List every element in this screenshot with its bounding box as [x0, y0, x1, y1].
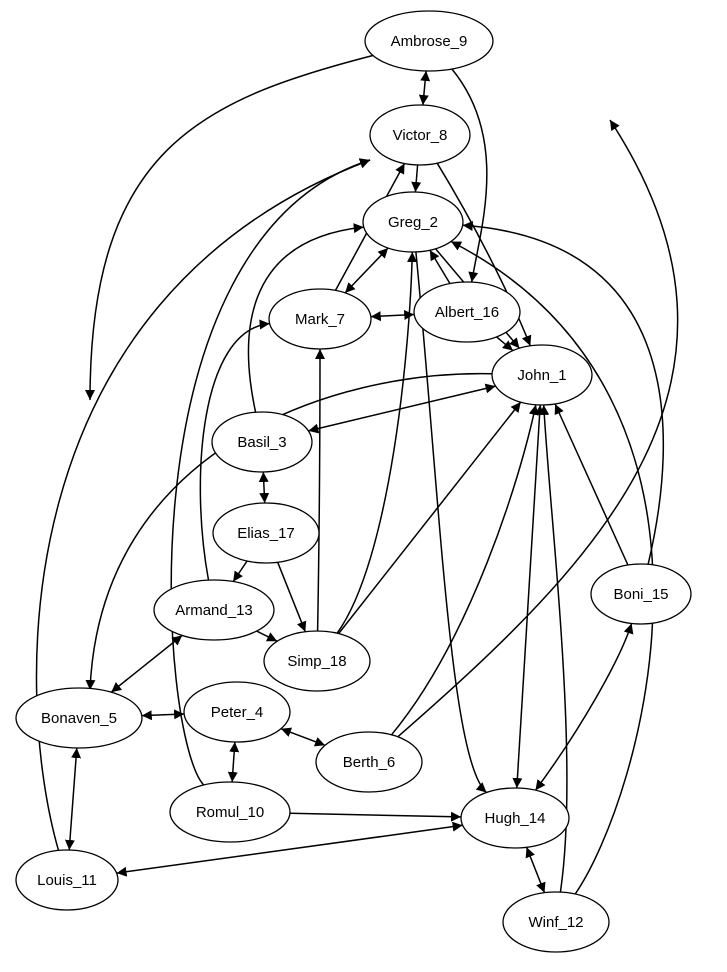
edge-berth-ambrose — [397, 119, 679, 738]
edge-hugh-louis — [116, 821, 463, 877]
node-john[interactable]: John_1 — [491, 344, 593, 406]
node-peter[interactable]: Peter_4 — [183, 681, 291, 743]
node-label: Greg_2 — [388, 214, 438, 231]
node-ellipse — [169, 781, 291, 843]
edge-basil-greg — [247, 223, 364, 413]
node-elias[interactable]: Elias_17 — [212, 502, 320, 564]
node-ellipse — [413, 281, 521, 343]
node-winf[interactable]: Winf_12 — [502, 891, 610, 953]
edge-boni-john — [554, 403, 629, 566]
node-ellipse — [183, 681, 291, 743]
edge-greg-mark — [344, 247, 389, 294]
edge-albert-greg — [429, 249, 451, 284]
node-basil[interactable]: Basil_3 — [211, 411, 313, 473]
edge-ambrose-bonaven — [85, 54, 374, 401]
node-ellipse — [362, 191, 464, 253]
node-label: Hugh_14 — [485, 810, 546, 827]
node-victor[interactable]: Victor_8 — [369, 104, 471, 166]
node-label: Berth_6 — [343, 754, 396, 771]
node-romul[interactable]: Romul_10 — [169, 781, 291, 843]
node-louis[interactable]: Louis_11 — [15, 849, 119, 911]
edge-hugh-winf — [525, 847, 546, 893]
node-ellipse — [315, 731, 423, 793]
edge-simp-greg — [336, 251, 418, 634]
node-label: Basil_3 — [237, 434, 286, 451]
edge-john-hugh — [512, 404, 545, 789]
node-ellipse — [369, 104, 471, 166]
edge-simp-mark — [314, 348, 325, 632]
node-label: Mark_7 — [295, 311, 345, 328]
node-ambrose[interactable]: Ambrose_9 — [364, 10, 494, 72]
edge-simp-john — [338, 401, 522, 635]
node-ellipse — [460, 787, 570, 849]
edge-layer — [35, 54, 679, 895]
node-ellipse — [268, 288, 372, 350]
edge-boni-greg — [462, 220, 665, 565]
node-ellipse — [364, 10, 494, 72]
edge-ambrose-victor — [418, 70, 431, 106]
node-label: Romul_10 — [196, 804, 264, 821]
edge-basil-elias — [258, 471, 270, 504]
edge-peter-romul — [227, 741, 240, 783]
edge-elias-armand — [232, 560, 248, 583]
node-greg[interactable]: Greg_2 — [362, 191, 464, 253]
node-label: Boni_15 — [613, 586, 668, 603]
edge-hugh-boni — [534, 623, 634, 791]
node-hugh[interactable]: Hugh_14 — [460, 787, 570, 849]
node-label: Louis_11 — [37, 872, 97, 889]
edge-armand-bonaven — [110, 634, 183, 693]
edge-basil-john — [308, 383, 496, 434]
node-berth[interactable]: Berth_6 — [315, 731, 423, 793]
node-albert[interactable]: Albert_16 — [413, 281, 521, 343]
edge-elias-simp — [277, 562, 307, 632]
node-label: Ambrose_9 — [391, 33, 468, 50]
node-label: Winf_12 — [528, 914, 583, 931]
edge-greg-hugh — [415, 251, 488, 794]
node-ellipse — [15, 849, 119, 911]
edge-victor-john — [436, 162, 532, 347]
node-label: Albert_16 — [435, 304, 499, 321]
edge-romul-hugh — [289, 811, 462, 822]
node-ellipse — [590, 563, 692, 625]
node-label: Elias_17 — [237, 525, 295, 542]
node-ellipse — [491, 344, 593, 406]
node-simp[interactable]: Simp_18 — [263, 630, 371, 692]
node-label: Armand_13 — [175, 602, 253, 619]
node-label: Bonaven_5 — [41, 710, 117, 727]
edge-armand-simp — [256, 630, 278, 642]
node-ellipse — [15, 687, 143, 749]
node-ellipse — [263, 630, 371, 692]
edge-mark-albert — [370, 309, 415, 322]
node-label: Peter_4 — [211, 704, 264, 721]
node-label: Victor_8 — [393, 127, 448, 144]
edge-peter-berth — [280, 727, 326, 747]
edge-berth-john — [390, 404, 539, 736]
node-armand[interactable]: Armand_13 — [153, 579, 275, 641]
node-ellipse — [153, 579, 275, 641]
node-ellipse — [211, 411, 313, 473]
node-label: John_1 — [517, 367, 566, 384]
node-boni[interactable]: Boni_15 — [590, 563, 692, 625]
edge-bonaven-peter — [141, 709, 185, 721]
edge-ambrose-albert — [451, 68, 488, 283]
edge-louis-victor — [35, 158, 371, 851]
node-ellipse — [502, 891, 610, 953]
node-ellipse — [212, 502, 320, 564]
edge-victor-greg — [411, 164, 422, 193]
edge-armand-mark — [199, 319, 270, 581]
node-mark[interactable]: Mark_7 — [268, 288, 372, 350]
node-bonaven[interactable]: Bonaven_5 — [15, 687, 143, 749]
node-label: Simp_18 — [287, 653, 346, 670]
edge-bonaven-louis — [64, 747, 82, 851]
edge-albert-john — [496, 336, 514, 352]
